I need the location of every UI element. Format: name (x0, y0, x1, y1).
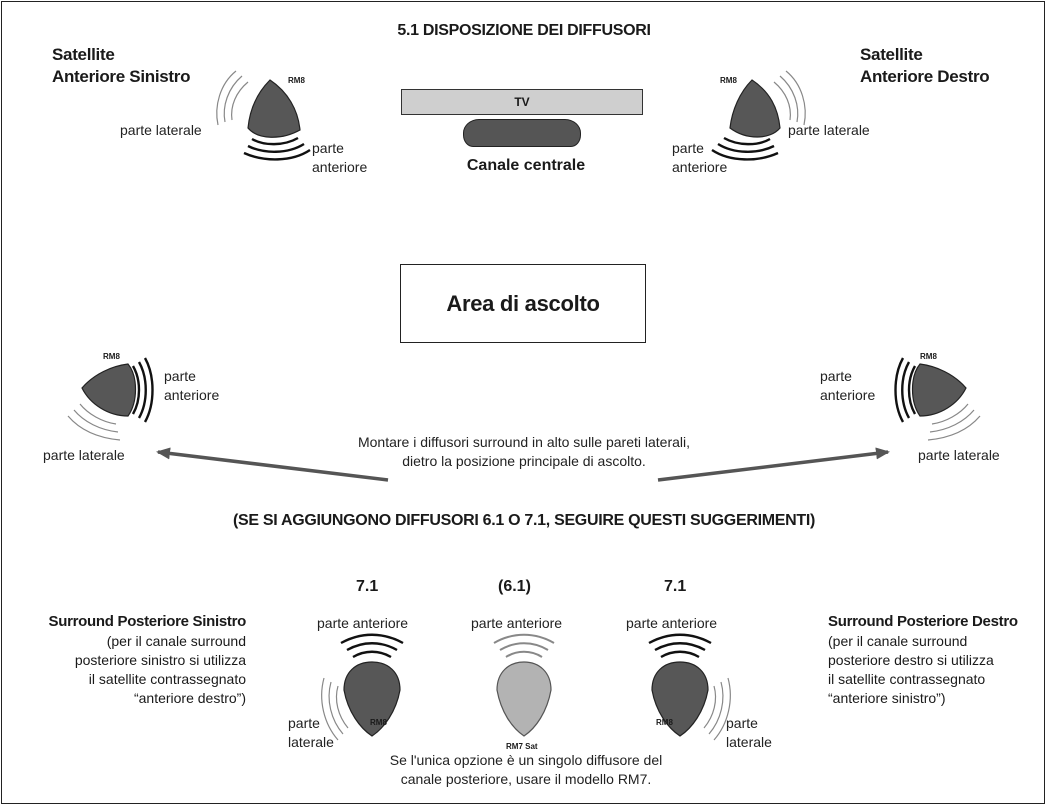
listening-area-box: Area di ascolto (400, 264, 646, 343)
tv-label: TV (514, 95, 530, 109)
rear-speaker-1 (321, 633, 404, 741)
rear-right-line1: (per il canale surround (828, 633, 968, 649)
rear-speaker-3 (648, 633, 731, 741)
arrow-to-surround-right (657, 447, 890, 482)
front-left-model: RM8 (288, 76, 305, 85)
rear-speaker-2-front-waves (493, 633, 555, 658)
front-right-side-waves (773, 70, 806, 126)
front-right-front-label: parte anteriore (672, 139, 727, 177)
rear-1-side-label-line1: parte (288, 715, 320, 731)
front-left-front-label-line2: anteriore (312, 159, 368, 175)
center-caption: Canale centrale (466, 157, 586, 174)
front-right-front-waves (711, 136, 779, 161)
rear-1-side-label-line2: laterale (288, 734, 334, 750)
front-right-model: RM8 (720, 76, 737, 85)
front-left-front-label-line1: parte (312, 140, 344, 156)
rear-speaker-1-side-waves (321, 677, 349, 741)
center-speaker (463, 119, 581, 147)
rear-3-model: RM8 (656, 718, 673, 727)
rear-left-heading: Surround Posteriore Sinistro (48, 613, 247, 630)
surround-right-front-label-line2: anteriore (820, 387, 876, 403)
surround-left-model: RM8 (103, 352, 120, 361)
front-left-side-waves (216, 70, 249, 126)
front-right-heading: Satellite Anteriore Destro (860, 44, 990, 88)
surround-right-side-label: parte laterale (918, 447, 1000, 463)
arrow-to-surround-left (156, 447, 389, 482)
surround-right-front-waves (894, 357, 917, 423)
surround-left-front-label-line2: anteriore (164, 387, 220, 403)
surround-left-front-label: parte anteriore (164, 367, 219, 405)
front-right-front-label-line2: anteriore (672, 159, 728, 175)
rear-3-front-label: parte anteriore (626, 615, 718, 631)
rear-left-line1: (per il canale surround (106, 633, 246, 649)
rear-2-model: RM7 Sat (506, 742, 538, 751)
rear-left-line2: posteriore sinistro si utilizza (74, 652, 246, 668)
rear-left-line3: il satellite contrassegnato (88, 671, 246, 687)
front-left-front-label: parte anteriore (312, 139, 367, 177)
page-title: 5.1 DISPOSIZIONE DEI DIFFUSORI (397, 22, 651, 39)
mounting-note-line1: Montare i diffusori surround in alto sul… (357, 434, 691, 450)
rear-3-config: 7.1 (664, 578, 687, 595)
rear-note: Se l'unica opzione è un singolo diffusor… (0, 751, 1048, 789)
front-right-heading-line2: Anteriore Destro (860, 67, 990, 86)
rear-2-config: (6.1) (498, 578, 531, 595)
front-right-heading-line1: Satellite (860, 45, 923, 64)
front-left-heading: Satellite Anteriore Sinistro (52, 44, 190, 88)
rear-speaker-3-side-waves (703, 677, 731, 741)
front-left-side-label: parte laterale (120, 122, 202, 138)
front-left-speaker (216, 70, 311, 161)
mounting-note-line2: dietro la posizione principale di ascolt… (402, 453, 646, 469)
rear-3-side-label-line1: parte (726, 715, 758, 731)
surround-left-front-label-line1: parte (164, 368, 196, 384)
rear-3-side-label: parte laterale (726, 714, 772, 752)
section-heading: (SE SI AGGIUNGONO DIFFUSORI 6.1 O 7.1, S… (232, 512, 816, 529)
rear-right-heading: Surround Posteriore Destro (828, 613, 1018, 630)
front-left-heading-line1: Satellite (52, 45, 115, 64)
tv-screen: TV (401, 89, 643, 115)
surround-left-front-waves (131, 357, 154, 423)
rear-2-front-label: parte anteriore (471, 615, 563, 631)
rear-right-line3: il satellite contrassegnato (828, 671, 986, 687)
rear-left-line4: “anteriore destro”) (133, 690, 246, 706)
rear-speaker-1-front-waves (340, 633, 404, 659)
rear-1-side-label: parte laterale (288, 714, 334, 752)
rear-right-line2: posteriore destro si utilizza (828, 652, 994, 668)
listening-area-label: Area di ascolto (446, 290, 600, 316)
surround-right-side-waves (927, 403, 981, 441)
rear-1-model: RM8 (370, 718, 387, 727)
front-left-heading-line2: Anteriore Sinistro (52, 67, 191, 86)
surround-left-side-label: parte laterale (43, 447, 125, 463)
front-right-side-label: parte laterale (788, 122, 870, 138)
rear-left-text: Surround Posteriore Sinistro (per il can… (48, 612, 247, 708)
rear-1-config: 7.1 (356, 578, 379, 595)
surround-right-front-label-line1: parte (820, 368, 852, 384)
surround-left-speaker (67, 357, 154, 441)
rear-1-front-label: parte anteriore (317, 615, 409, 631)
front-right-front-label-line1: parte (672, 140, 704, 156)
rear-right-text: Surround Posteriore Destro (per il canal… (828, 612, 1018, 708)
rear-note-line2: canale posteriore, usare il modello RM7. (400, 771, 652, 787)
rear-3-side-label-line2: laterale (726, 734, 772, 750)
front-left-front-waves (243, 136, 311, 161)
rear-note-line1: Se l'unica opzione è un singolo diffusor… (389, 752, 663, 768)
surround-right-speaker (894, 357, 981, 441)
rear-speaker-3-front-waves (648, 633, 712, 659)
front-right-speaker (711, 70, 806, 161)
surround-right-front-label: parte anteriore (820, 367, 875, 405)
mounting-note: Montare i diffusori surround in alto sul… (0, 433, 1048, 471)
rear-right-line4: “anteriore sinistro”) (828, 690, 946, 706)
surround-left-side-waves (67, 403, 121, 441)
rear-speaker-2 (493, 633, 555, 737)
surround-right-model: RM8 (920, 352, 937, 361)
